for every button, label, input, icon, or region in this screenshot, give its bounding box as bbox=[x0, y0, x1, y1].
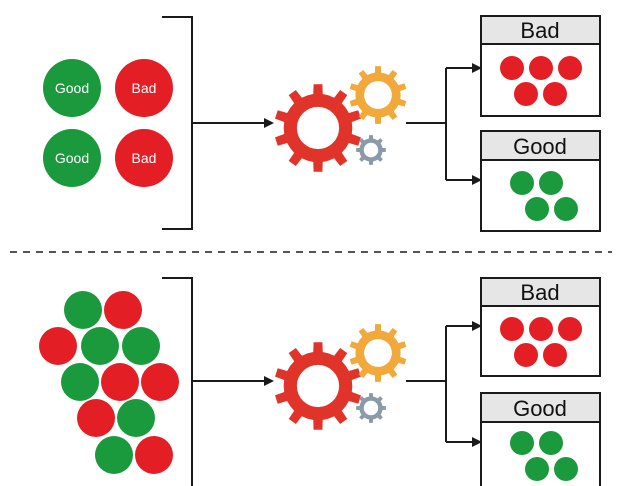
top-good-output-label: Good bbox=[513, 134, 567, 159]
top-good-output-dot bbox=[539, 171, 563, 195]
bottom-input-dot bbox=[101, 363, 139, 401]
bottom-tiny-gear-icon bbox=[356, 393, 386, 423]
top-split-connector bbox=[406, 68, 447, 180]
top-input-label-2: Bad bbox=[132, 80, 157, 96]
gear-shape bbox=[349, 324, 407, 382]
bottom-good-output-dot bbox=[510, 431, 534, 455]
bottom-split-connector bbox=[406, 326, 447, 442]
bottom-input-dot bbox=[81, 327, 119, 365]
gear-shape bbox=[356, 135, 386, 165]
bottom-input-dot bbox=[95, 436, 133, 474]
top-bad-output-dot bbox=[529, 56, 553, 80]
top-bad-output-dot bbox=[558, 56, 582, 80]
bottom-gears-icon bbox=[275, 324, 407, 430]
top-small-gear-icon bbox=[349, 66, 407, 124]
bottom-input-dot bbox=[135, 436, 173, 474]
top-input-label-1: Good bbox=[55, 80, 89, 96]
bottom-bad-output-dot bbox=[558, 317, 582, 341]
top-input-circle-1: Good bbox=[43, 59, 101, 117]
bottom-bad-output-box: Bad bbox=[480, 277, 601, 377]
bottom-main-gear-icon bbox=[275, 342, 361, 430]
top-good-output-dot bbox=[554, 197, 578, 221]
bottom-input-dot bbox=[104, 291, 142, 329]
gear-shape bbox=[356, 393, 386, 423]
top-bad-output-label: Bad bbox=[520, 18, 559, 43]
bottom-bad-output-dot bbox=[529, 317, 553, 341]
bottom-good-output-dot bbox=[554, 457, 578, 481]
top-main-gear-icon bbox=[275, 84, 361, 172]
top-input-circle-2: Bad bbox=[115, 59, 173, 117]
bottom-input-bracket bbox=[162, 277, 193, 486]
top-tiny-gear-icon bbox=[356, 135, 386, 165]
top-input-circle-4: Bad bbox=[115, 129, 173, 187]
top-panel: Good Bad Good Bad bbox=[43, 15, 601, 232]
bottom-panel: Bad Good bbox=[39, 277, 601, 486]
top-input-bracket bbox=[162, 16, 193, 230]
bottom-input-dot bbox=[64, 291, 102, 329]
top-bad-output-dot bbox=[543, 82, 567, 106]
gear-shape bbox=[275, 342, 361, 430]
top-bad-output-dot bbox=[514, 82, 538, 106]
top-good-output-box: Good bbox=[480, 130, 601, 232]
bottom-input-dot bbox=[141, 363, 179, 401]
top-input-label-4: Bad bbox=[132, 150, 157, 166]
bottom-input-dot bbox=[122, 327, 160, 365]
top-input-label-3: Good bbox=[55, 150, 89, 166]
top-bad-output-box: Bad bbox=[480, 15, 601, 117]
gear-shape bbox=[349, 66, 407, 124]
bottom-bad-output-dot bbox=[500, 317, 524, 341]
bottom-bad-output-dot bbox=[543, 343, 567, 367]
bottom-small-gear-icon bbox=[349, 324, 407, 382]
bottom-bad-output-label: Bad bbox=[520, 280, 559, 305]
bottom-good-output-dot bbox=[525, 457, 549, 481]
bottom-input-dot bbox=[117, 399, 155, 437]
bottom-good-output-label: Good bbox=[513, 396, 567, 421]
gear-shape bbox=[275, 84, 361, 172]
bottom-bad-output-dot bbox=[514, 343, 538, 367]
top-input-circle-3: Good bbox=[43, 129, 101, 187]
bottom-good-output-box: Good bbox=[480, 392, 601, 486]
top-bad-output-dot bbox=[500, 56, 524, 80]
bottom-input-dot bbox=[61, 363, 99, 401]
bottom-input-dot bbox=[39, 327, 77, 365]
top-gears-icon bbox=[275, 66, 407, 172]
top-good-output-dot bbox=[525, 197, 549, 221]
top-good-output-dot bbox=[510, 171, 534, 195]
bottom-input-dot bbox=[77, 399, 115, 437]
bottom-good-output-dot bbox=[539, 431, 563, 455]
bottom-input-cluster bbox=[39, 291, 179, 474]
